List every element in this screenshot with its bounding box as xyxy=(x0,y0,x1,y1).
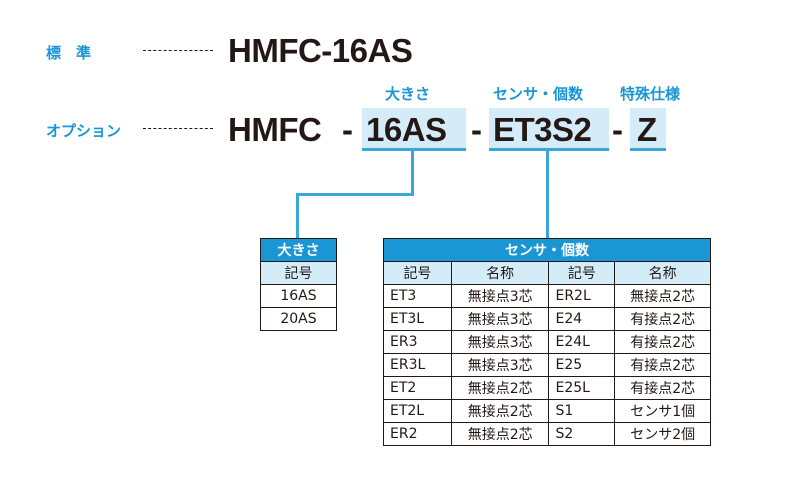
size-code: 16AS xyxy=(366,111,447,148)
sensor-code-cell: ET3 xyxy=(383,284,452,308)
standard-label: 標 準 xyxy=(46,44,92,62)
sensor-name-cell: 有接点2芯 xyxy=(614,353,711,377)
size-table: 大きさ 記号 16AS 20AS xyxy=(260,238,337,331)
sensor-code-box xyxy=(489,108,609,148)
sensor-caption: センサ・個数 xyxy=(493,85,584,103)
sensor-connector-down xyxy=(546,151,549,238)
sensor-table-title: センサ・個数 xyxy=(383,238,711,262)
table-row: ET3 無接点3芯 ER2L 無接点2芯 xyxy=(383,284,711,308)
table-row: ER3L 無接点3芯 E25 有接点2芯 xyxy=(383,353,711,377)
sensor-code-cell: ER3 xyxy=(383,330,452,354)
option-label: オプション xyxy=(46,122,122,140)
size-connector-horizontal xyxy=(296,193,414,196)
sensor-code-cell: S2 xyxy=(548,422,616,446)
sensor-name-cell: 有接点2芯 xyxy=(614,376,711,400)
option-separator-3: - xyxy=(612,111,623,148)
option-prefix: HMFC xyxy=(228,111,322,148)
table-row: ET2L 無接点2芯 S1 センサ1個 xyxy=(383,399,711,423)
table-row: ET2 無接点2芯 E25L 有接点2芯 xyxy=(383,376,711,400)
sensor-header-code: 記号 xyxy=(383,261,452,285)
standard-model: HMFC-16AS xyxy=(228,32,413,69)
sensor-code-cell: ET2 xyxy=(383,376,452,400)
size-connector-drop xyxy=(296,193,299,238)
size-table-cell: 16AS xyxy=(260,284,337,308)
sensor-code-cell: E25 xyxy=(548,353,616,377)
sensor-code-cell: ET3L xyxy=(383,307,452,331)
size-caption: 大きさ xyxy=(385,85,431,103)
option-leader-line xyxy=(143,128,213,129)
special-code-underline xyxy=(630,148,666,151)
special-code: Z xyxy=(637,111,657,148)
sensor-table: センサ・個数 記号 名称 記号 名称 ET3 無接点3芯 ER2L 無接点2芯 … xyxy=(383,238,711,446)
option-separator-1: - xyxy=(342,111,353,148)
sensor-code-cell: ER3L xyxy=(383,353,452,377)
sensor-code-cell: ET2L xyxy=(383,399,452,423)
sensor-code-cell: E24 xyxy=(548,307,616,331)
special-code-box xyxy=(630,108,666,148)
sensor-code-cell: ER2 xyxy=(383,422,452,446)
sensor-header-name: 名称 xyxy=(450,261,550,285)
table-row: ER3 無接点3芯 E24L 有接点2芯 xyxy=(383,330,711,354)
sensor-code-cell: E25L xyxy=(548,376,616,400)
sensor-name-cell: 無接点2芯 xyxy=(450,376,550,400)
size-table-header: 記号 xyxy=(260,261,337,285)
size-table-cell: 20AS xyxy=(260,307,337,331)
sensor-name-cell: 無接点3芯 xyxy=(450,307,550,331)
sensor-name-cell: 有接点2芯 xyxy=(614,307,711,331)
sensor-code-cell: E24L xyxy=(548,330,616,354)
size-code-box xyxy=(362,108,466,148)
sensor-name-cell: 無接点3芯 xyxy=(450,330,550,354)
size-connector-down xyxy=(411,151,414,196)
sensor-name-cell: 無接点3芯 xyxy=(450,284,550,308)
standard-leader-line xyxy=(143,50,213,51)
size-code-underline xyxy=(362,148,466,151)
sensor-name-cell: センサ2個 xyxy=(614,422,711,446)
sensor-name-cell: 無接点2芯 xyxy=(614,284,711,308)
sensor-code-underline xyxy=(489,148,609,151)
sensor-header-code: 記号 xyxy=(548,261,616,285)
option-separator-2: - xyxy=(471,111,482,148)
sensor-header-name: 名称 xyxy=(614,261,711,285)
table-row: ET3L 無接点3芯 E24 有接点2芯 xyxy=(383,307,711,331)
sensor-code-cell: S1 xyxy=(548,399,616,423)
special-caption: 特殊仕様 xyxy=(620,85,681,103)
sensor-name-cell: センサ1個 xyxy=(614,399,711,423)
sensor-name-cell: 無接点2芯 xyxy=(450,399,550,423)
table-row: ER2 無接点2芯 S2 センサ2個 xyxy=(383,422,711,446)
sensor-code: ET3S2 xyxy=(493,111,592,148)
size-table-title: 大きさ xyxy=(260,238,337,262)
sensor-name-cell: 有接点2芯 xyxy=(614,330,711,354)
sensor-code-cell: ER2L xyxy=(548,284,616,308)
sensor-name-cell: 無接点2芯 xyxy=(450,422,550,446)
sensor-name-cell: 無接点3芯 xyxy=(450,353,550,377)
